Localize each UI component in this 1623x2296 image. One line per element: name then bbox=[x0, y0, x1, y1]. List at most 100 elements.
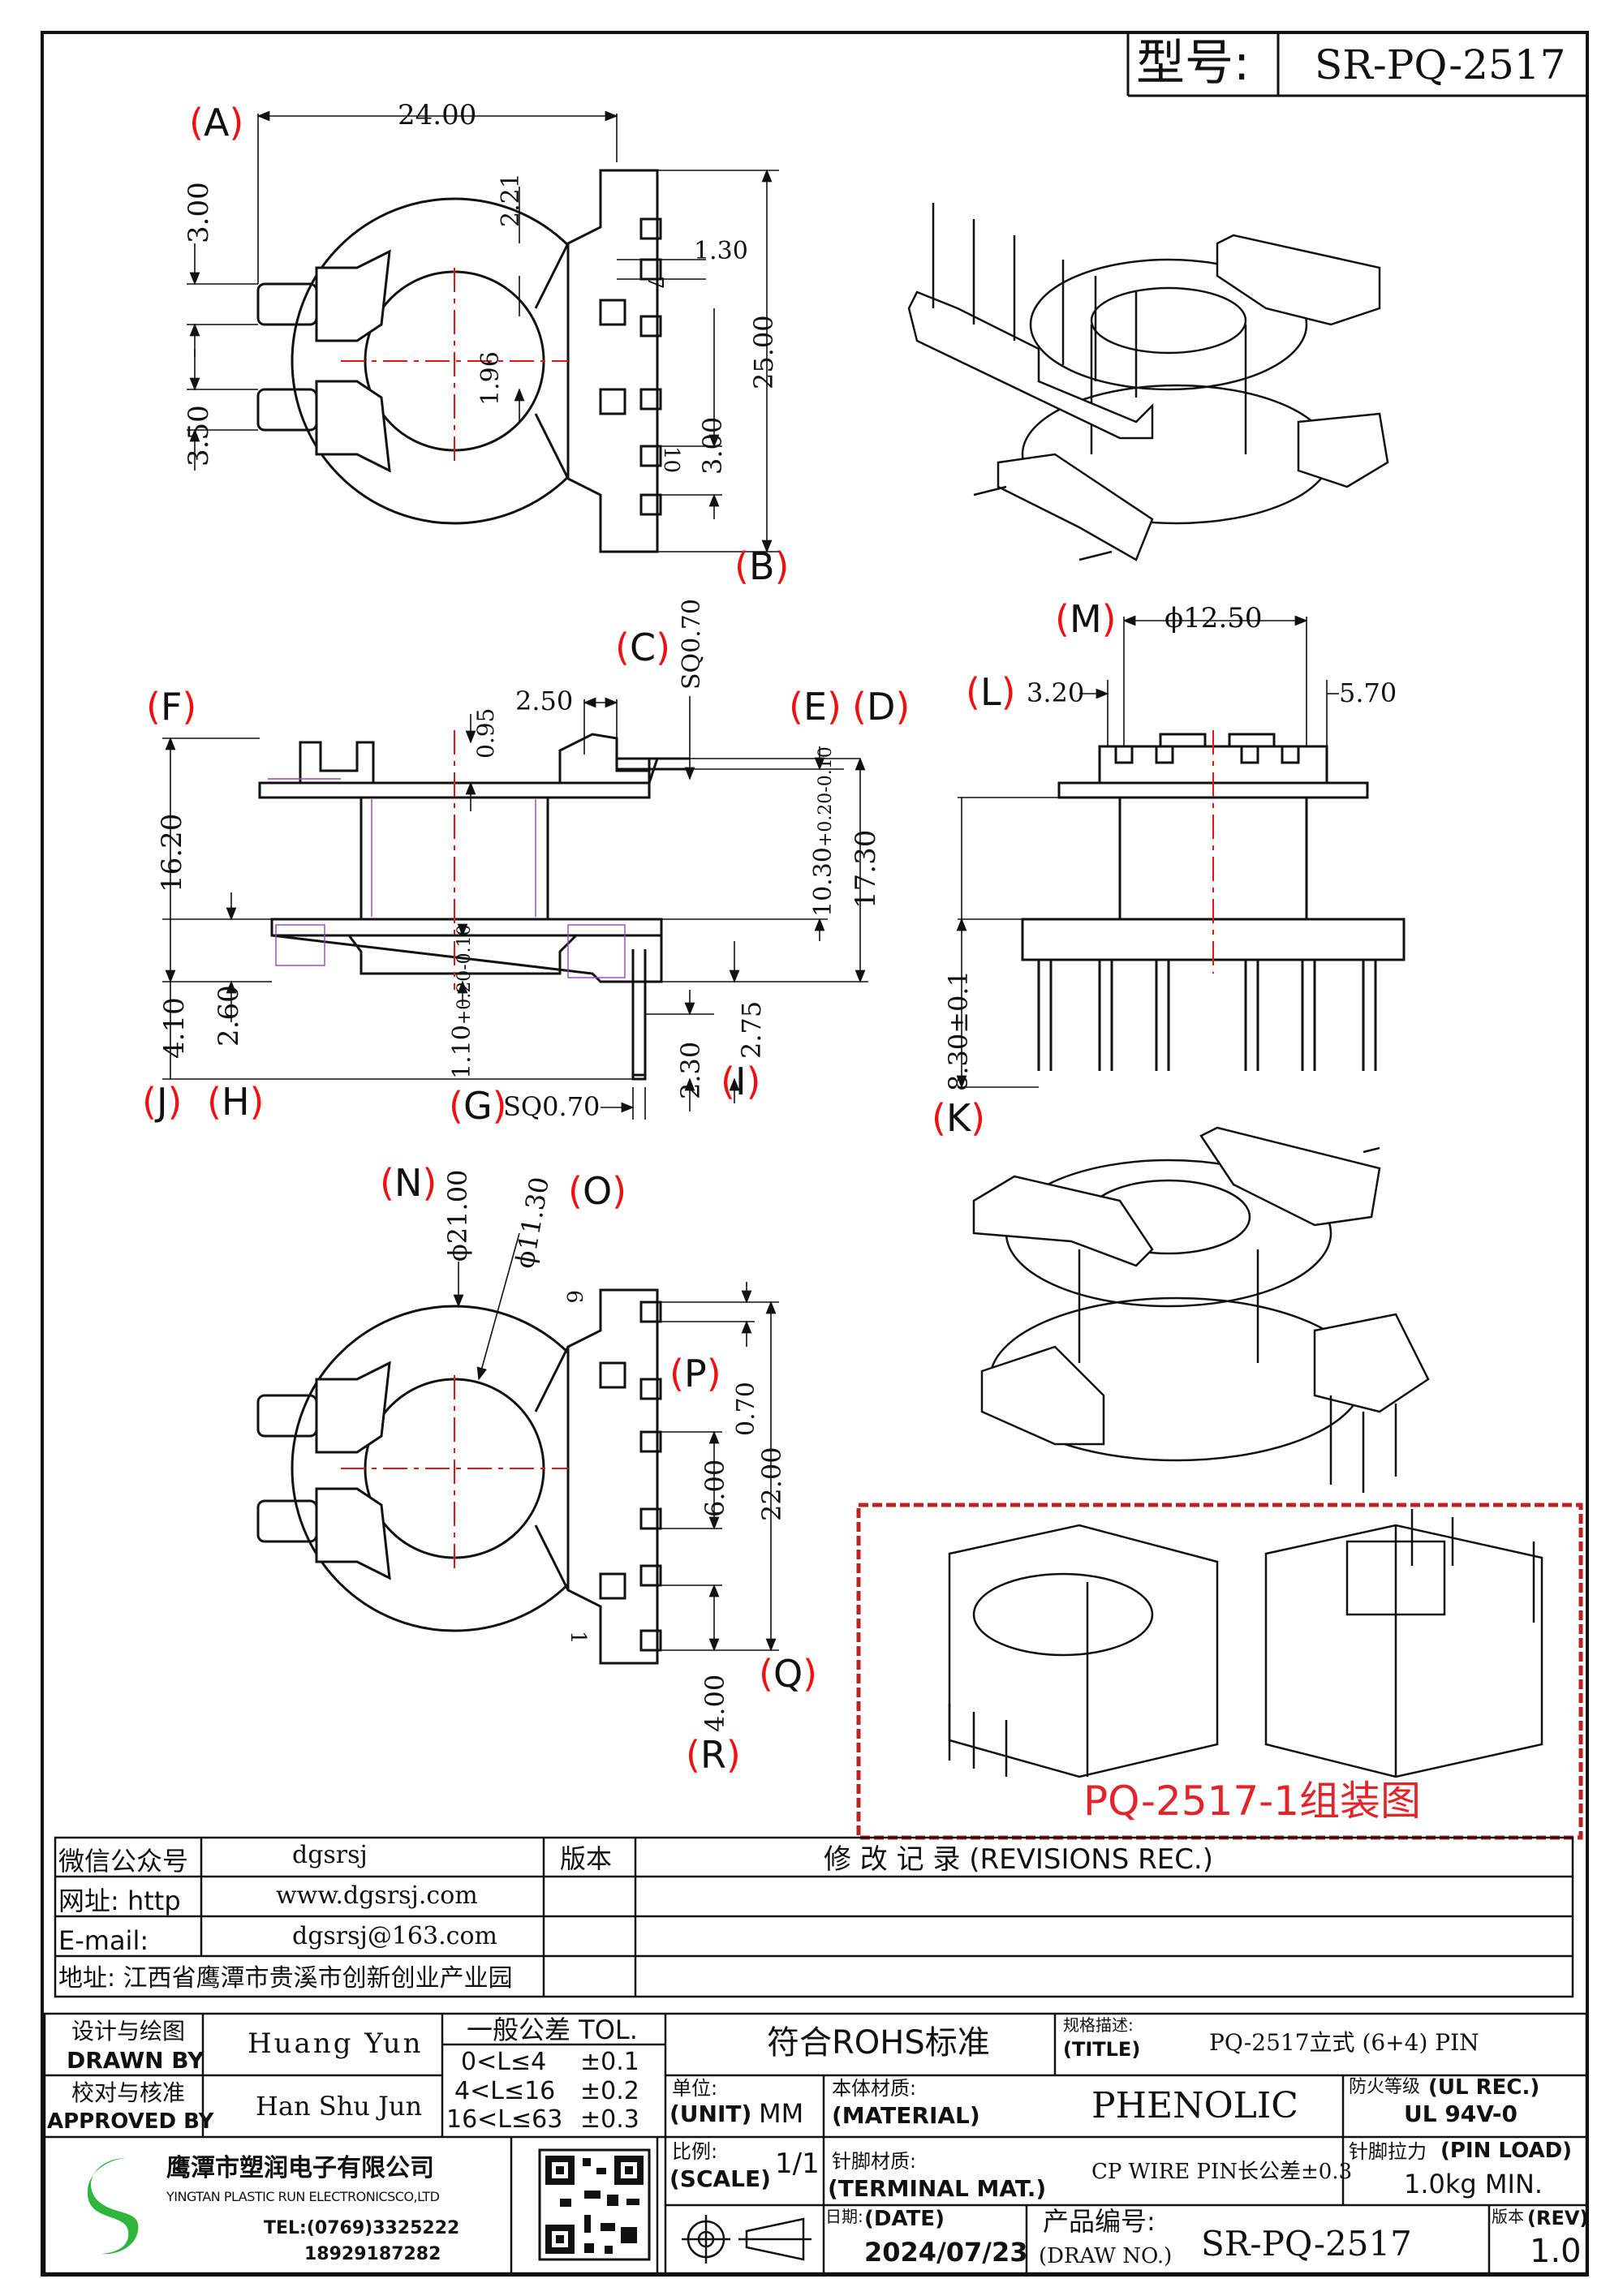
callout-o: (O) bbox=[568, 1169, 627, 1213]
terminal-value: CP WIRE PIN长公差±0.3 bbox=[1091, 2160, 1353, 2184]
isometric-view-top bbox=[907, 203, 1389, 561]
dim-top-3-00-right: 3.00 bbox=[697, 416, 728, 475]
revisions-title: 修 改 记 录 (REVISIONS REC.) bbox=[824, 1843, 1214, 1876]
fire-value: UL 94V-0 bbox=[1404, 2100, 1518, 2127]
date-en: (DATE) bbox=[864, 2207, 945, 2231]
dim-front-3-20: 3.20 bbox=[1027, 677, 1085, 708]
callout-g: (G) bbox=[449, 1084, 507, 1128]
callout-k: (K) bbox=[932, 1096, 986, 1140]
dim-front-5-70: 5.70 bbox=[1339, 677, 1397, 708]
dim-side-16-20: 16.20 bbox=[156, 813, 188, 892]
dim-top-3-00-left: 3.00 bbox=[183, 182, 215, 243]
dim-side-2-50: 2.50 bbox=[515, 686, 574, 716]
unit-value: MM bbox=[759, 2098, 804, 2129]
dim-side-sq070-g: SQ0.70 bbox=[503, 1091, 601, 1122]
rev-en: (REV) bbox=[1527, 2207, 1589, 2229]
material-cn: 本体材质: bbox=[832, 2077, 917, 2100]
dim-side-4-10: 4.10 bbox=[158, 997, 191, 1059]
web-value: www.dgsrsj.com bbox=[276, 1881, 478, 1910]
dim-bot-22-00: 22.00 bbox=[756, 1447, 787, 1521]
callout-l: (L) bbox=[966, 670, 1016, 714]
company-logo-icon bbox=[87, 2158, 139, 2255]
fire-en: (UL REC.) bbox=[1428, 2075, 1540, 2100]
side-view-dims bbox=[162, 696, 868, 1120]
title-value: PQ-2517立式 (6+4) PIN bbox=[1209, 2029, 1479, 2056]
dim-top-25-00: 25.00 bbox=[748, 315, 779, 389]
company-en: YINGTAN PLASTIC RUN ELECTRONICSCO,LTD bbox=[166, 2189, 440, 2204]
assembly-caption: PQ-2517-1组装图 bbox=[1083, 1778, 1422, 1825]
date-value: 2024/07/23 bbox=[864, 2237, 1028, 2268]
side-view-hidden-lines bbox=[268, 778, 626, 978]
assembly-drawing bbox=[948, 1509, 1543, 1778]
dim-top-2-21: 2.21 bbox=[497, 173, 525, 227]
drawno-value: SR-PQ-2517 bbox=[1201, 2224, 1412, 2264]
callout-p: (P) bbox=[669, 1352, 721, 1395]
dim-side-2-60: 2.60 bbox=[213, 985, 245, 1047]
dim-top-1-30: 1.30 bbox=[694, 237, 748, 265]
title-cn: 规格描述: bbox=[1063, 2015, 1134, 2035]
side-view bbox=[258, 733, 690, 1081]
drawing-frame bbox=[41, 31, 1589, 2277]
callout-n: (N) bbox=[380, 1161, 437, 1205]
isometric-view-bottom bbox=[972, 1126, 1430, 1493]
title-block-lines bbox=[43, 2012, 1588, 2275]
approved-cn: 校对与核准 bbox=[71, 2079, 186, 2106]
scale-cn: 比例: bbox=[672, 2140, 718, 2163]
tol-value-1: ±0.1 bbox=[580, 2048, 639, 2076]
bottom-view-centerlines bbox=[341, 1375, 568, 1570]
dim-bot-pin1: 1 bbox=[566, 1631, 590, 1645]
wechat-label: 微信公众号 bbox=[58, 1846, 189, 1877]
dim-front-phi12-50: ϕ12.50 bbox=[1165, 602, 1263, 634]
callout-i: (I) bbox=[721, 1060, 761, 1103]
qr-code bbox=[538, 2148, 651, 2261]
dim-bot-6-00: 6.00 bbox=[700, 1459, 730, 1517]
fire-cn: 防火等级 bbox=[1349, 2077, 1421, 2097]
top-view-centerlines bbox=[341, 268, 568, 462]
callout-b: (B) bbox=[734, 544, 790, 588]
pinload-cn: 针脚拉力 bbox=[1349, 2140, 1427, 2163]
dim-bot-phi21: ϕ21.00 bbox=[442, 1169, 473, 1262]
tol-title: 一般公差 TOL. bbox=[467, 2014, 638, 2045]
top-view bbox=[256, 169, 662, 553]
model-value: SR-PQ-2517 bbox=[1315, 41, 1566, 88]
drawn-cn: 设计与绘图 bbox=[71, 2018, 186, 2044]
terminal-cn: 针脚材质: bbox=[832, 2150, 917, 2173]
tol-value-3: ±0.3 bbox=[580, 2105, 639, 2134]
callout-f: (F) bbox=[146, 685, 197, 729]
unit-en: (UNIT) bbox=[669, 2100, 752, 2127]
pinload-value: 1.0kg MIN. bbox=[1404, 2169, 1543, 2199]
bottom-view-dims bbox=[453, 1232, 779, 1652]
version-label: 版本 bbox=[560, 1843, 613, 1874]
dim-bot-pin6: 6 bbox=[562, 1290, 586, 1304]
dim-side-1-10: 1.10+0.20-0.10 bbox=[448, 924, 476, 1079]
scale-value: 1/1 bbox=[775, 2148, 820, 2180]
dim-top-pin10: 10 bbox=[659, 446, 683, 474]
rev-cn: 版本 bbox=[1492, 2207, 1524, 2226]
wechat-value: dgsrsj bbox=[292, 1841, 368, 1869]
address: 地址: 江西省鹰潭市贵溪市创新创业产业园 bbox=[58, 1964, 513, 1993]
dim-side-17-30: 17.30 bbox=[850, 829, 882, 909]
approved-name: Han Shu Jun bbox=[256, 2091, 423, 2122]
material-value: PHENOLIC bbox=[1091, 2085, 1298, 2126]
drawno-en: (DRAW NO.) bbox=[1039, 2244, 1173, 2268]
dim-side-sq070-c: SQ0.70 bbox=[678, 599, 706, 690]
front-view-dims bbox=[956, 615, 1339, 1089]
projection-symbol bbox=[682, 2215, 812, 2264]
email-value: dgsrsj@163.com bbox=[292, 1922, 497, 1950]
drawn-name: Huang Yun bbox=[248, 2027, 424, 2060]
rev-value: 1.0 bbox=[1530, 2233, 1582, 2270]
dim-side-2-30: 2.30 bbox=[675, 1041, 706, 1099]
unit-cn: 单位: bbox=[672, 2077, 718, 2100]
drawn-en: DRAWN BY bbox=[67, 2047, 204, 2074]
pinload-en: (PIN LOAD) bbox=[1440, 2139, 1573, 2163]
dim-top-pin7: 7 bbox=[643, 276, 667, 290]
title-en: (TITLE) bbox=[1063, 2038, 1141, 2061]
callout-q: (Q) bbox=[759, 1652, 818, 1696]
company-cn: 鹰潭市塑润电子有限公司 bbox=[166, 2154, 434, 2182]
approved-en: APPROVED BY bbox=[47, 2109, 214, 2134]
dim-side-2-75: 2.75 bbox=[736, 1000, 767, 1059]
date-cn: 日期: bbox=[825, 2207, 863, 2226]
dim-bot-0-70: 0.70 bbox=[732, 1382, 760, 1436]
model-label: 型号: bbox=[1136, 35, 1251, 92]
